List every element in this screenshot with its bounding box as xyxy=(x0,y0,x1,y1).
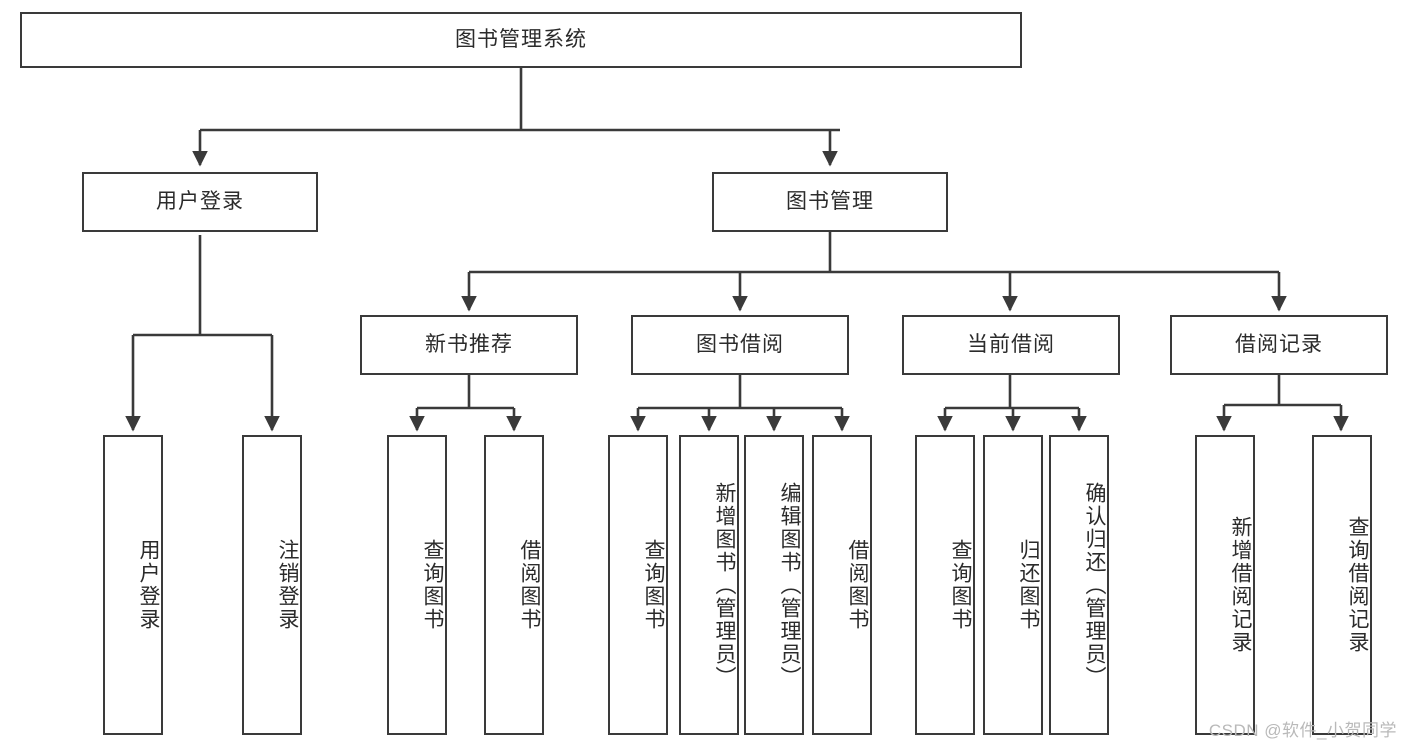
leaf-borrow-book-2[interactable]: 借阅图书 xyxy=(812,435,872,735)
leaf-query-book-3[interactable]: 查询图书 xyxy=(915,435,975,735)
leaf-user-login[interactable]: 用户登录 xyxy=(103,435,163,735)
node-current-borrow[interactable]: 当前借阅 xyxy=(902,315,1120,375)
leaf-query-book-1-label: 查询图书 xyxy=(421,539,444,631)
node-current-borrow-label: 当前借阅 xyxy=(967,332,1055,356)
watermark-text: CSDN @软件_小贺同学 xyxy=(1208,721,1397,740)
leaf-query-book-3-label: 查询图书 xyxy=(949,539,972,631)
node-book-manage[interactable]: 图书管理 xyxy=(712,172,948,232)
leaf-confirm-return-label: 确认归还（管理员） xyxy=(1083,481,1106,689)
leaf-confirm-return[interactable]: 确认归还（管理员） xyxy=(1049,435,1109,735)
leaf-borrow-book-2-label: 借阅图书 xyxy=(846,539,869,631)
leaf-query-book-2[interactable]: 查询图书 xyxy=(608,435,668,735)
leaf-borrow-book-1-label: 借阅图书 xyxy=(518,539,541,631)
leaf-query-book-1[interactable]: 查询图书 xyxy=(387,435,447,735)
node-borrow-record[interactable]: 借阅记录 xyxy=(1170,315,1388,375)
node-user-login[interactable]: 用户登录 xyxy=(82,172,318,232)
leaf-add-book-label: 新增图书（管理员） xyxy=(713,481,736,689)
node-new-book-rec[interactable]: 新书推荐 xyxy=(360,315,578,375)
leaf-add-record-label: 新增借阅记录 xyxy=(1229,516,1252,654)
node-root-label: 图书管理系统 xyxy=(455,27,587,51)
node-new-book-rec-label: 新书推荐 xyxy=(425,332,513,356)
leaf-query-record[interactable]: 查询借阅记录 xyxy=(1312,435,1372,735)
leaf-logout-label: 注销登录 xyxy=(276,539,299,631)
leaf-return-book[interactable]: 归还图书 xyxy=(983,435,1043,735)
leaf-return-book-label: 归还图书 xyxy=(1017,539,1040,631)
node-book-borrow[interactable]: 图书借阅 xyxy=(631,315,849,375)
leaf-user-login-label: 用户登录 xyxy=(137,539,160,631)
node-borrow-record-label: 借阅记录 xyxy=(1235,332,1323,356)
node-user-login-label: 用户登录 xyxy=(156,189,244,213)
leaf-query-record-label: 查询借阅记录 xyxy=(1346,516,1369,654)
leaf-borrow-book-1[interactable]: 借阅图书 xyxy=(484,435,544,735)
leaf-edit-book[interactable]: 编辑图书（管理员） xyxy=(744,435,804,735)
leaf-logout[interactable]: 注销登录 xyxy=(242,435,302,735)
node-book-borrow-label: 图书借阅 xyxy=(696,332,784,356)
leaf-query-book-2-label: 查询图书 xyxy=(642,539,665,631)
leaf-edit-book-label: 编辑图书（管理员） xyxy=(778,481,801,689)
leaf-add-book[interactable]: 新增图书（管理员） xyxy=(679,435,739,735)
leaf-add-record[interactable]: 新增借阅记录 xyxy=(1195,435,1255,735)
node-root[interactable]: 图书管理系统 xyxy=(20,12,1022,68)
node-book-manage-label: 图书管理 xyxy=(786,189,874,213)
